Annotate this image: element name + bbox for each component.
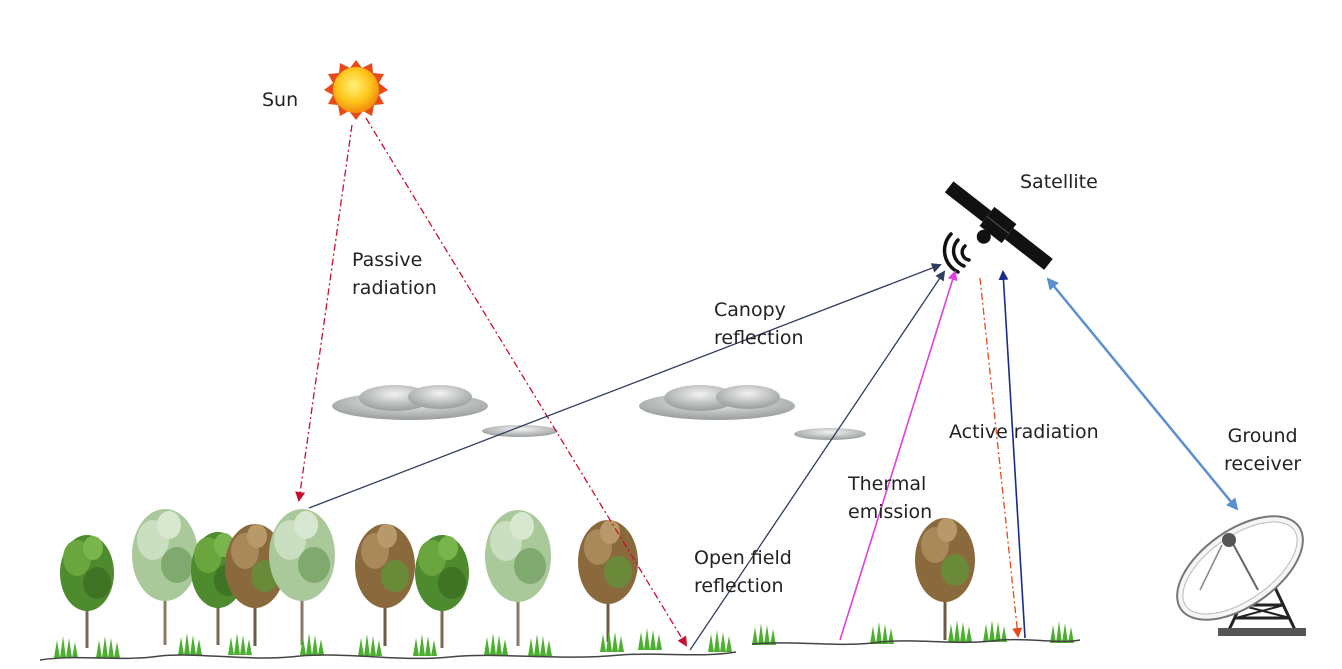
signal-waves-icon — [942, 232, 971, 274]
ground-line — [39, 651, 737, 661]
thermal-emission-ray — [839, 270, 958, 641]
active-radiation-label: Active radiation — [949, 421, 1099, 443]
cloud-icon — [332, 385, 558, 437]
open-field-reflection-ray — [689, 270, 946, 651]
sun-icon — [324, 60, 388, 120]
sun-label: Sun — [262, 89, 299, 111]
active-radiation-up-ray — [998, 270, 1026, 639]
cloud-icon — [639, 385, 866, 440]
active-radiation-down-ray — [979, 277, 1023, 638]
ground-receiver-link — [1046, 277, 1239, 511]
satellite-label: Satellite — [1020, 171, 1098, 193]
ground-line — [751, 638, 1081, 646]
grass-icon — [54, 620, 1074, 658]
canopy-reflection-ray — [308, 263, 942, 509]
satellite-icon — [944, 181, 1053, 270]
dish-antenna-icon — [1176, 515, 1306, 636]
tree-icon — [58, 507, 977, 650]
passive-radiation-ray — [365, 117, 688, 647]
passive-radiation-ray — [295, 124, 353, 502]
